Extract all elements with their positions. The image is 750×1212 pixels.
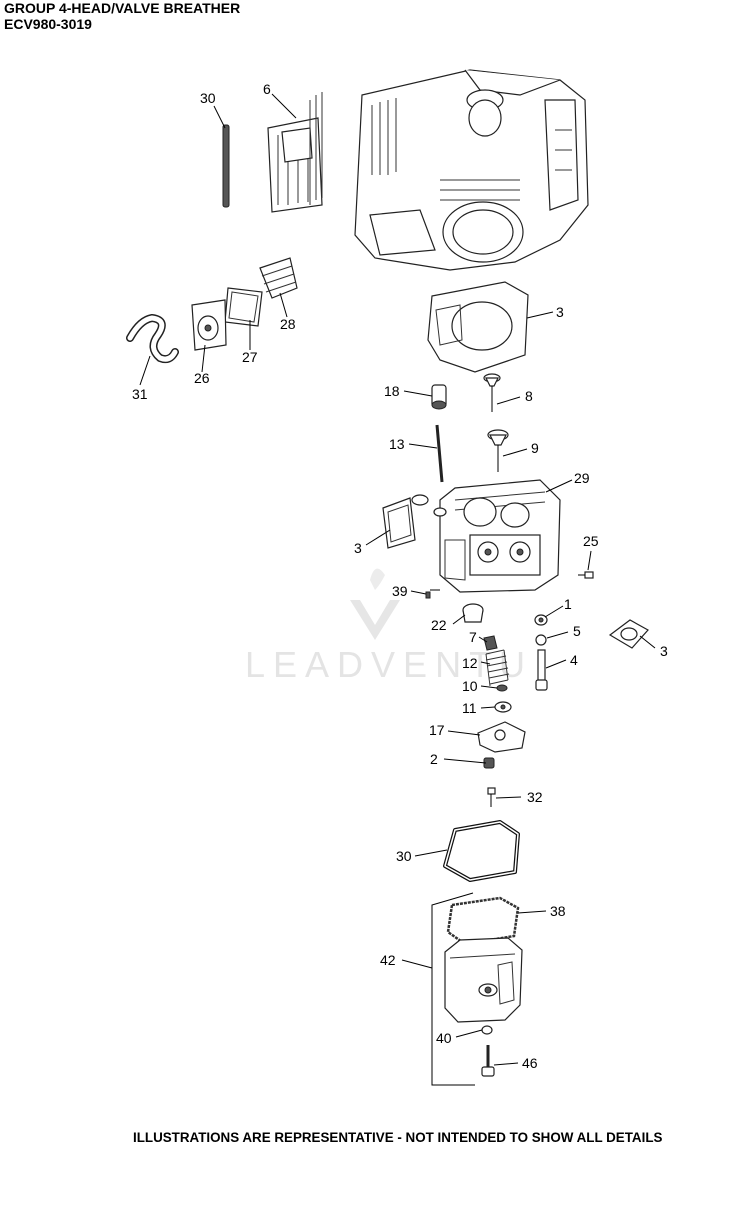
part-39-fitting <box>425 589 440 599</box>
disclaimer-footer: ILLUSTRATIONS ARE REPRESENTATIVE - NOT I… <box>133 1130 663 1145</box>
callout-38: 38 <box>550 903 566 919</box>
part-1-washer <box>534 614 548 626</box>
callout-27: 27 <box>242 349 258 365</box>
part-4-rocker-stud <box>535 649 548 691</box>
callout-32: 32 <box>527 789 543 805</box>
callout-2: 2 <box>430 751 438 767</box>
part-27-gasket <box>224 287 263 327</box>
callout-1: 1 <box>564 596 572 612</box>
leader-lines <box>139 93 656 1066</box>
part-12-valve-spring <box>485 649 510 687</box>
callout-5: 5 <box>573 623 581 639</box>
callout-6: 6 <box>263 81 271 97</box>
callout-31: 31 <box>132 386 148 402</box>
callout-9: 9 <box>531 440 539 456</box>
callout-8: 8 <box>525 388 533 404</box>
part-40-o-ring <box>481 1025 493 1035</box>
watermark-text: LEADVENTU <box>245 644 533 685</box>
callout-17: 17 <box>429 722 445 738</box>
part-32-screw <box>487 787 496 807</box>
callout-42: 42 <box>380 952 396 968</box>
part-10-keeper <box>496 684 508 692</box>
callout-46: 46 <box>522 1055 538 1071</box>
part-3-exhaust-gasket <box>382 497 416 549</box>
callout-3-left: 3 <box>354 540 362 556</box>
callout-30-top: 30 <box>200 90 216 106</box>
callout-4: 4 <box>570 652 578 668</box>
part-26-breather-cover <box>191 299 227 351</box>
part-38-gasket <box>446 896 520 946</box>
callout-12: 12 <box>462 655 478 671</box>
washer-left <box>411 494 429 506</box>
callout-labels: 30 6 3 28 27 26 31 18 8 13 9 29 3 25 39 … <box>132 81 668 1071</box>
watermark: LEADVENTU <box>245 568 533 685</box>
part-9-valve <box>487 429 509 472</box>
part-3-intake-gasket <box>608 619 649 649</box>
part-22-retainer <box>462 603 484 623</box>
part-31-breather-hose <box>126 313 179 364</box>
assembly-bracket <box>431 892 475 1086</box>
part-7-valve-seal <box>483 635 498 651</box>
callout-40: 40 <box>436 1030 452 1046</box>
part-30-gasket-strip <box>222 124 230 208</box>
part-29-cylinder-head <box>439 479 561 593</box>
washer-left-2 <box>433 507 447 517</box>
callout-28: 28 <box>280 316 296 332</box>
callout-39: 39 <box>392 583 408 599</box>
part-5-washer <box>535 634 547 646</box>
callout-3-right: 3 <box>660 643 668 659</box>
model-number: ECV980-3019 <box>4 16 92 32</box>
part-46-screw <box>481 1045 495 1077</box>
part-25-screw <box>578 571 594 579</box>
callout-10: 10 <box>462 678 478 694</box>
part-18-valve-lifter <box>431 384 447 410</box>
callout-30-bottom: 30 <box>396 848 412 864</box>
callout-7: 7 <box>469 629 477 645</box>
callout-22: 22 <box>431 617 447 633</box>
part-28-breather-filter <box>259 257 298 299</box>
callout-25: 25 <box>583 533 599 549</box>
part-8-valve <box>483 373 501 412</box>
callout-26: 26 <box>194 370 210 386</box>
callout-11: 11 <box>462 700 477 716</box>
part-42-valve-cover <box>444 937 523 1023</box>
part-13-push-rod <box>435 424 444 483</box>
part-6-breather-housing <box>267 92 323 213</box>
engine-block <box>354 69 589 271</box>
callout-18: 18 <box>384 383 400 399</box>
callout-29: 29 <box>574 470 590 486</box>
part-3-head-gasket <box>427 281 529 373</box>
callout-3-top: 3 <box>556 304 564 320</box>
page-title: GROUP 4-HEAD/VALVE BREATHER <box>4 0 241 16</box>
callout-13: 13 <box>389 436 405 452</box>
part-17-rocker-arm <box>477 721 526 753</box>
